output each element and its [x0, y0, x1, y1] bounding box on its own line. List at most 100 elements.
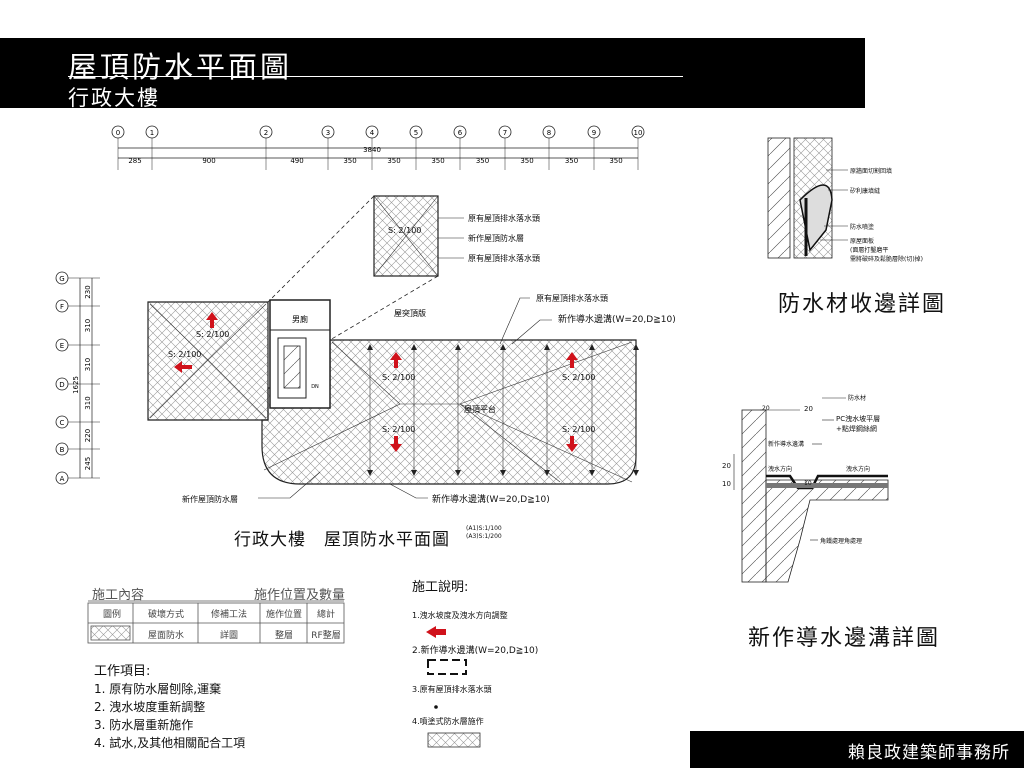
callout-new-gutter: 新作導水邊溝(W=20,D≧10): [558, 315, 676, 325]
span-label: 350: [476, 157, 489, 165]
detail2-title: 新作導水邊溝詳圖: [748, 626, 941, 651]
callout-existing-drain: 原有屋頂排水落水頭: [468, 254, 540, 263]
detail-note: 新作導水邊溝: [768, 441, 805, 448]
row-bubble: A: [55, 471, 100, 485]
slope-label: S: 2/100: [168, 350, 202, 359]
svg-text:8: 8: [547, 129, 551, 137]
span-label: 350: [565, 157, 578, 165]
column-bubble: 3: [321, 125, 335, 170]
detail-dim: 10: [804, 480, 812, 487]
detail-note: (面層打鑿磨平: [850, 247, 889, 254]
row-span-label: 245: [84, 457, 92, 470]
detail-note: 原牆面切割回填: [850, 168, 893, 175]
notes-symbols: [426, 626, 481, 748]
grid-total: 3840: [363, 146, 381, 154]
row-bubble: B: [55, 442, 100, 456]
column-bubble: 4: [365, 125, 379, 170]
slope-label: S: 2/100: [196, 330, 230, 339]
callout-existing-drain: 原有屋頂排水落水頭: [536, 294, 608, 303]
title-underline: [68, 76, 683, 77]
detail1-title: 防水材收邊詳圖: [778, 292, 947, 317]
row-span-label: 310: [84, 396, 92, 409]
column-bubble: 7: [498, 125, 512, 170]
roof-top-label: 屋突頂版: [394, 308, 426, 318]
detail-note: PC洩水坡平層: [836, 415, 881, 423]
detail-note: +點焊鋼絲網: [836, 425, 877, 433]
red-arrow: [566, 352, 578, 368]
work-item: 4. 試水,及其他相關配合工項: [94, 736, 246, 750]
mens-toilet-label: 男廁: [292, 314, 308, 324]
row-span-label: 310: [84, 358, 92, 371]
column-bubble: 9: [587, 125, 601, 170]
svg-text:9: 9: [592, 129, 596, 137]
table-col: 破壞方式: [147, 610, 184, 620]
detail-dim: 20: [762, 405, 770, 412]
row-span-label: 310: [84, 319, 92, 332]
slope-label: S: 2/100: [562, 373, 596, 382]
column-bubble: 2: [259, 125, 273, 170]
notes-title: 施工說明:: [412, 580, 469, 595]
table-cell: 整層: [274, 631, 293, 641]
note-item: 2.新作導水邊溝(W=20,D≧10): [412, 646, 539, 656]
table-col: 施作位置: [265, 610, 302, 620]
span-label: 900: [202, 157, 215, 165]
row-bubble: D: [55, 377, 100, 391]
detail-note: 角鐵處理角處理: [820, 538, 863, 545]
table-col: 修補工法: [210, 610, 247, 620]
gutter-detail: [733, 397, 889, 583]
plan-scale: (A3)S:1/200: [466, 533, 502, 540]
firm-footer: 賴良政建築師事務所: [690, 731, 1024, 768]
detail-note: 防水材: [848, 395, 867, 402]
row-bubble: E: [55, 338, 100, 352]
svg-text:3: 3: [326, 129, 330, 137]
span-label: 350: [431, 157, 444, 165]
red-arrow: [390, 436, 402, 452]
span-label: 350: [609, 157, 622, 165]
red-arrow: [174, 361, 192, 373]
terrace-label: 屋頂平台: [464, 404, 496, 414]
note-item: 1.洩水坡度及洩水方向調整: [412, 611, 508, 620]
svg-text:5: 5: [414, 129, 418, 137]
table-cell: 詳圖: [219, 631, 238, 641]
row-span-label: 220: [84, 429, 92, 442]
slope-label: S: 2/100: [388, 226, 422, 235]
svg-text:7: 7: [503, 129, 507, 137]
table-cell: 屋面防水: [147, 631, 184, 641]
plan-caption: 行政大樓 屋頂防水平面圖: [234, 530, 450, 550]
callout-new-layer: 新作屋頂防水層: [468, 234, 524, 243]
detail-dim: 20: [722, 462, 731, 470]
span-label: 285: [128, 157, 141, 165]
svg-text:2: 2: [264, 129, 268, 137]
svg-text:1: 1: [150, 129, 154, 137]
span-label: 350: [520, 157, 533, 165]
detail-note: 洩水方向: [846, 466, 871, 473]
column-bubble: 10: [631, 125, 645, 170]
row-bubble: F: [55, 299, 100, 313]
svg-text:D: D: [59, 381, 64, 389]
row-total: 1625: [72, 376, 80, 394]
svg-text:B: B: [60, 446, 65, 454]
column-bubble: 5: [409, 125, 423, 170]
detail-note: 需將破碎及鬆脆層除(切)掉): [850, 256, 924, 263]
detail-note: 洩水方向: [768, 466, 793, 473]
roof-top-inset: 屋突頂版: [267, 195, 464, 341]
column-bubble: 6: [453, 125, 467, 170]
table-cell: RF整層: [311, 631, 341, 641]
page-subtitle: 行政大樓: [68, 86, 160, 110]
svg-text:E: E: [60, 342, 64, 350]
row-bubble: G: [55, 271, 100, 285]
table-head-left: 施工內容: [92, 588, 145, 603]
column-bubble: 8: [542, 125, 556, 170]
red-arrow: [566, 436, 578, 452]
page-title: 屋頂防水平面圖: [68, 50, 293, 84]
work-title: 工作項目:: [94, 664, 151, 679]
table-col: 總計: [316, 610, 335, 620]
red-arrow: [206, 312, 218, 328]
detail-note: 矽利康填縫: [850, 188, 881, 195]
drain-direction-arrows: [174, 312, 578, 452]
callout-new-layer: 新作屋頂防水層: [182, 495, 238, 504]
